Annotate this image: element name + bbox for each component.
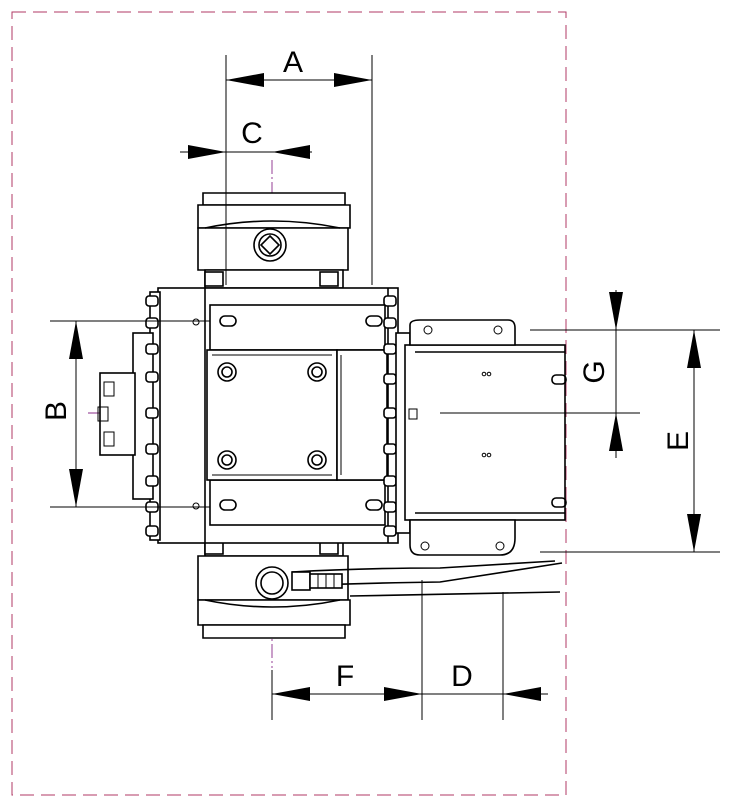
bottom-pump-body (197, 539, 351, 639)
dimension-e: E (662, 330, 701, 552)
dimension-label-d: D (451, 660, 473, 693)
dimension-label-e: E (662, 431, 695, 451)
dimension-c: C (180, 117, 312, 159)
dimension-d: D (422, 660, 548, 701)
top-pump-body (197, 192, 351, 289)
dimension-label-g: G (578, 360, 611, 383)
mounting-bracket (395, 319, 567, 556)
boundary-frame (11, 11, 567, 796)
main-housing (157, 287, 399, 544)
dimension-g: G (578, 290, 623, 458)
dimension-label-a: A (283, 46, 303, 79)
dimension-a: A (226, 46, 372, 87)
left-flange (97, 291, 397, 541)
dimension-label-f: F (336, 660, 354, 693)
hose (291, 560, 563, 597)
dimension-label-c: C (241, 117, 263, 150)
dimension-label-b: B (40, 401, 73, 421)
dimension-f: F (272, 660, 422, 701)
extension-lines (50, 55, 720, 720)
dimension-b: B (40, 321, 83, 507)
